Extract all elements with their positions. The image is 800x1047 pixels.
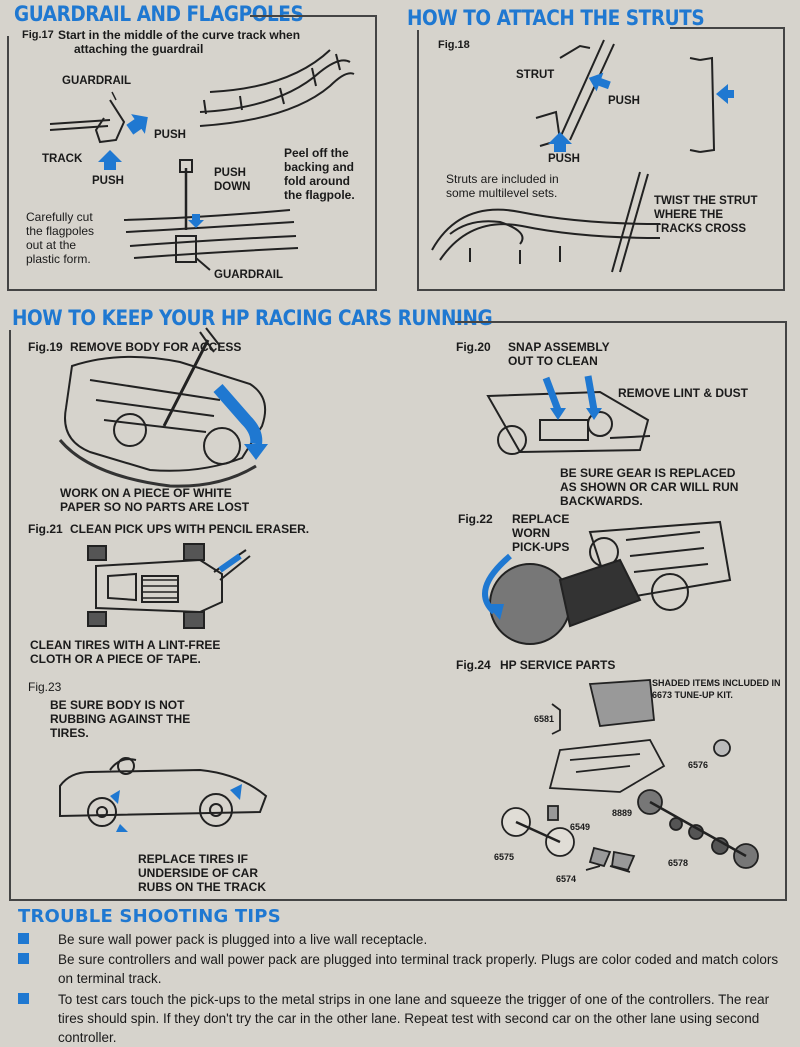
fig17-illustration (49, 49, 355, 271)
shaded-text-1: SHADED ITEMS INCLUDED IN (652, 678, 781, 688)
running-header: HOW TO KEEP YOUR HP RACING CARS RUNNING (12, 306, 493, 330)
fig24-label: Fig.24 (456, 658, 491, 672)
fig17-text-1: Start in the middle of the curve track w… (58, 28, 301, 42)
gear-text-2: AS SHOWN OR CAR WILL RUN (560, 480, 739, 494)
fig22-text-2: WORN (512, 526, 550, 540)
fig20-label: Fig.20 (456, 340, 491, 354)
included-text-1: Struts are included in (446, 172, 559, 186)
tip-text: Be sure controllers and wall power pack … (58, 952, 779, 986)
struts-label-push: PUSH (608, 95, 640, 107)
fig17-text-2: attaching the guardrail (74, 42, 204, 56)
fig22-illustration (482, 520, 732, 645)
fig21-text: CLEAN PICK UPS WITH PENCIL ERASER. (70, 522, 310, 536)
push-arrow-icon (126, 114, 148, 135)
part-6575: 6575 (494, 852, 515, 862)
twist-text-3: TRACKS CROSS (654, 223, 747, 235)
body-text-3: TIRES. (50, 726, 89, 740)
fig19-illustration (58, 327, 268, 488)
fig21-illustration (87, 543, 251, 629)
part-6549: 6549 (570, 822, 591, 832)
trouble-header: TROUBLE SHOOTING TIPS (18, 906, 281, 927)
cut-text-1: Carefully cut (26, 210, 93, 224)
label-guardrail-2: GUARDRAIL (214, 269, 283, 281)
part-6576: 6576 (688, 760, 709, 770)
fig18-label: Fig.18 (438, 39, 470, 51)
tip-item: Be sure wall power pack is plugged into … (18, 930, 793, 949)
label-push-2: PUSH (92, 175, 124, 187)
peel-text-4: the flagpole. (284, 188, 355, 202)
fig24-text: HP SERVICE PARTS (500, 658, 616, 672)
section-frames (7, 15, 787, 901)
replace-text-2: UNDERSIDE OF CAR (138, 866, 259, 880)
cut-text-3: out at the (26, 238, 77, 252)
label-track: TRACK (42, 153, 83, 165)
shaded-text-2: 6673 TUNE-UP KIT. (652, 690, 733, 700)
replace-text-1: REPLACE TIRES IF (138, 852, 249, 866)
peel-text-3: fold around (284, 174, 350, 188)
label-guardrail: GUARDRAIL (62, 75, 131, 87)
lint-text: REMOVE LINT & DUST (618, 386, 749, 400)
tip-text: To test cars touch the pick-ups to the m… (58, 992, 770, 1045)
struts-label-push-2: PUSH (548, 153, 580, 165)
tip-text: Be sure wall power pack is plugged into … (58, 932, 428, 947)
cut-text-4: plastic form. (26, 252, 91, 266)
fig18-illustration (431, 39, 734, 273)
part-6581: 6581 (534, 714, 555, 724)
twist-text-1: TWIST THE STRUT (654, 195, 758, 207)
fig22-text-1: REPLACE (512, 512, 570, 526)
part-8889: 8889 (612, 808, 633, 818)
struts-push-up-arrow-icon (548, 132, 572, 152)
bullet-icon (18, 933, 29, 944)
struts-header: HOW TO ATTACH THE STRUTS (407, 6, 705, 30)
label-strut: STRUT (516, 69, 555, 81)
peel-text-2: backing and (284, 160, 355, 174)
fig22-text-3: PICK-UPS (512, 540, 570, 554)
body-text-1: BE SURE BODY IS NOT (50, 698, 185, 712)
part-6578: 6578 (668, 858, 689, 868)
peel-text-1: Peel off the (284, 146, 349, 160)
part-6574: 6574 (556, 874, 577, 884)
fig20-illustration (486, 375, 651, 455)
label-push-down-2: DOWN (214, 181, 251, 193)
gear-text-1: BE SURE GEAR IS REPLACED (560, 466, 736, 480)
bullet-icon (18, 953, 29, 964)
fig20-text-1: SNAP ASSEMBLY (508, 340, 610, 354)
fig19-label: Fig.19 (28, 340, 63, 354)
gear-text-3: BACKWARDS. (560, 494, 643, 508)
fig21-label: Fig.21 (28, 522, 63, 536)
bullet-icon (18, 993, 29, 1004)
fig23-label: Fig.23 (28, 680, 62, 694)
white-text-1: WORK ON A PIECE OF WHITE (60, 486, 232, 500)
tires-text-1: CLEAN TIRES WITH A LINT-FREE (30, 638, 221, 652)
struts-push-arrow-icon (588, 72, 611, 92)
replace-text-3: RUBS ON THE TRACK (138, 880, 266, 894)
fig22-label: Fig.22 (458, 512, 493, 526)
cut-text-2: the flagpoles (26, 224, 95, 238)
tires-text-2: CLOTH OR A PIECE OF TAPE. (30, 652, 201, 666)
tip-item: To test cars touch the pick-ups to the m… (18, 990, 793, 1047)
struts-push-left-arrow-icon (716, 84, 734, 104)
push-down-arrow-icon (188, 214, 204, 228)
fig23-illustration (59, 757, 268, 832)
body-text-2: RUBBING AGAINST THE (50, 712, 191, 726)
fig17-label: Fig.17 (22, 29, 54, 41)
guardrail-header: GUARDRAIL AND FLAGPOLES (14, 2, 304, 26)
white-text-2: PAPER SO NO PARTS ARE LOST (60, 500, 250, 514)
fig20-text-2: OUT TO CLEAN (508, 354, 598, 368)
fig19-text: REMOVE BODY FOR ACCESS (70, 340, 242, 354)
label-push-down-1: PUSH (214, 167, 246, 179)
included-text-2: some multilevel sets. (446, 186, 558, 200)
tip-item: Be sure controllers and wall power pack … (18, 950, 793, 988)
fig24-illustration (501, 679, 759, 873)
push-up-arrow-icon (98, 150, 122, 170)
label-push: PUSH (154, 129, 186, 141)
twist-text-2: WHERE THE (654, 209, 723, 221)
